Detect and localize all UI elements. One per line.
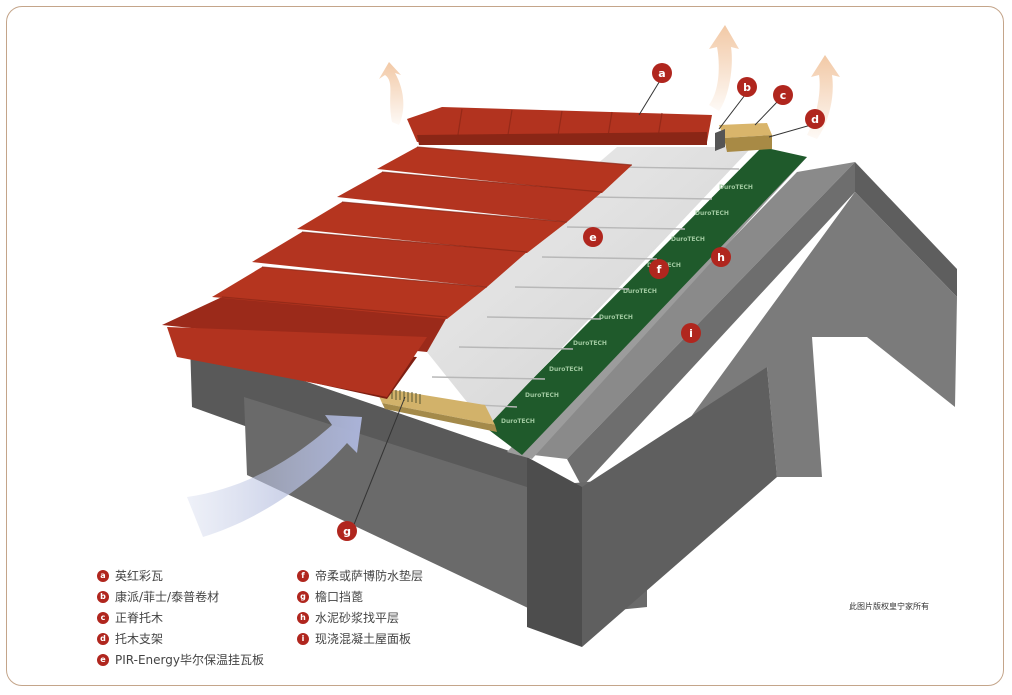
svg-text:e: e [589, 231, 596, 244]
legend-label: PIR-Energy毕尔保温挂瓦板 [115, 653, 264, 667]
callout-badge-h: h [711, 247, 731, 267]
svg-text:DuroTECH: DuroTECH [719, 184, 753, 191]
svg-text:DuroTECH: DuroTECH [573, 340, 607, 347]
callout-badge-e: e [583, 227, 603, 247]
roof-cross-section-illustration: DuroTECH DuroTECH DuroTECH DuroTECH Duro… [162, 25, 957, 647]
svg-text:i: i [689, 327, 693, 340]
legend-item-f: f 帝柔或萨博防水垫层 [297, 565, 557, 586]
legend-column-right: f 帝柔或萨博防水垫层 g 檐口挡蓖 h 水泥砂浆找平层 i 现浇混凝土屋面板 [297, 565, 557, 649]
svg-text:DuroTECH: DuroTECH [599, 314, 633, 321]
legend-item-a: a 英红彩瓦 [97, 565, 357, 586]
legend-label: 英红彩瓦 [115, 569, 164, 583]
legend-item-e: e PIR-Energy毕尔保温挂瓦板 [97, 649, 357, 670]
legend-label: 檐口挡蓖 [315, 590, 364, 604]
legend-column-left: a 英红彩瓦 b 康派/菲士/泰普卷材 c 正脊托木 d 托木支架 e PIR-… [97, 565, 357, 670]
legend-badge: h [297, 611, 309, 624]
svg-text:DuroTECH: DuroTECH [671, 236, 705, 243]
callout-badge-g: g [337, 521, 357, 541]
legend-item-c: c 正脊托木 [97, 607, 357, 628]
legend-item-b: b 康派/菲士/泰普卷材 [97, 586, 357, 607]
legend-badge: b [97, 590, 109, 603]
legend-badge: a [97, 569, 109, 582]
legend-item-i: i 现浇混凝土屋面板 [297, 628, 557, 649]
svg-text:f: f [657, 263, 662, 276]
legend-label: 正脊托木 [115, 611, 164, 625]
eaves-comb [375, 387, 497, 432]
legend-item-h: h 水泥砂浆找平层 [297, 607, 557, 628]
legend-item-d: d 托木支架 [97, 628, 357, 649]
svg-text:d: d [811, 113, 819, 126]
legend-badge: e [97, 653, 109, 666]
ventilation-arrow-inlet [187, 415, 362, 537]
svg-text:DuroTECH: DuroTECH [623, 288, 657, 295]
callout-badge-d: d [805, 109, 825, 129]
svg-text:g: g [343, 525, 351, 538]
callout-badge-b: b [737, 77, 757, 97]
legend-badge: f [297, 569, 309, 582]
svg-text:DuroTECH: DuroTECH [549, 366, 583, 373]
svg-text:DuroTECH: DuroTECH [695, 210, 729, 217]
svg-text:DuroTECH: DuroTECH [525, 392, 559, 399]
waterproof-membrane: DuroTECH DuroTECH DuroTECH DuroTECH Duro… [485, 147, 807, 455]
copyright-notice: 此图片版权皇宁家所有 [849, 602, 929, 611]
legend-label: 帝柔或萨博防水垫层 [315, 569, 424, 583]
callout-badge-f: f [649, 259, 669, 279]
legend-label: 托木支架 [115, 632, 164, 646]
callout-badge-i: i [681, 323, 701, 343]
ridge-batten [715, 123, 772, 152]
legend-label: 现浇混凝土屋面板 [315, 632, 412, 646]
insulation-boards [407, 147, 752, 427]
callout-leader-lines [352, 78, 812, 528]
legend-item-g: g 檐口挡蓖 [297, 586, 557, 607]
legend-badge: i [297, 632, 309, 645]
legend-label: 水泥砂浆找平层 [315, 611, 400, 625]
svg-text:c: c [780, 89, 787, 102]
legend-label: 康派/菲士/泰普卷材 [115, 590, 220, 604]
svg-text:a: a [658, 67, 665, 80]
svg-text:h: h [717, 251, 725, 264]
svg-text:b: b [743, 81, 751, 94]
legend-badge: d [97, 632, 109, 645]
legend-badge: c [97, 611, 109, 624]
roof-tiles [162, 107, 712, 399]
callout-badge-c: c [773, 85, 793, 105]
svg-text:DuroTECH: DuroTECH [501, 418, 535, 425]
figure-frame: DuroTECH DuroTECH DuroTECH DuroTECH Duro… [6, 6, 1004, 686]
callout-badge-a: a [652, 63, 672, 83]
legend-badge: g [297, 590, 309, 603]
